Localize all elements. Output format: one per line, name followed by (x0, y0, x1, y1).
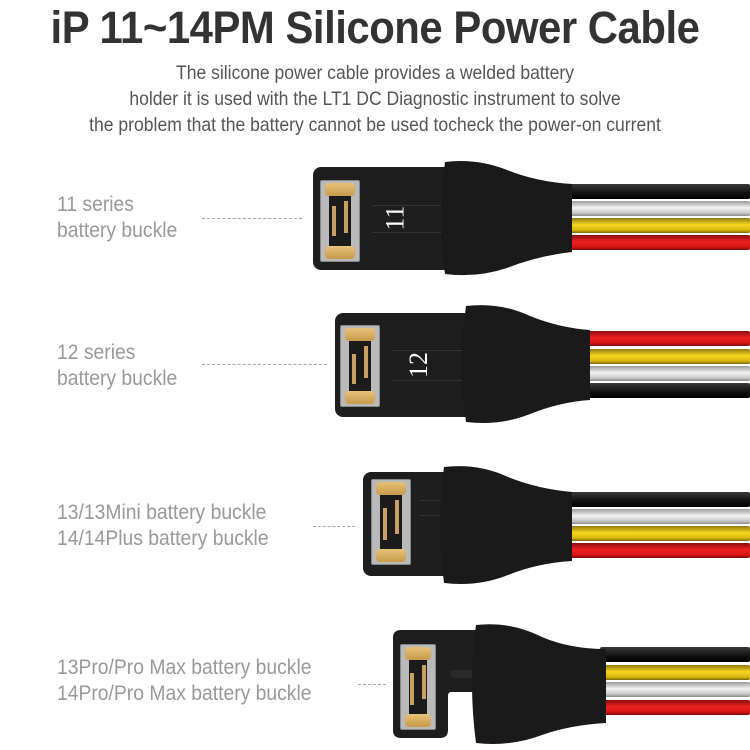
pcb-trace (392, 350, 462, 351)
wire-yellow (560, 218, 750, 233)
wire-red (600, 700, 750, 715)
page-title: iP 11~14PM Silicone Power Cable (50, 2, 700, 53)
label-12-series: 12 series battery buckle (57, 340, 177, 392)
wire-red (560, 235, 750, 250)
wire-white (560, 201, 750, 216)
wire-black (585, 383, 750, 398)
wire-yellow (565, 526, 750, 541)
description-line: holder it is used with the LT1 DC Diagno… (129, 88, 621, 110)
battery-connector (400, 644, 436, 730)
label-line: battery buckle (57, 219, 178, 242)
description-line: The silicone power cable provides a weld… (175, 62, 575, 84)
label-line: 13Pro/Pro Max battery buckle (57, 656, 312, 679)
pcb-trace (372, 205, 442, 206)
silicone-boot (472, 624, 606, 744)
label-line: 11 series (57, 193, 134, 216)
label-line: battery buckle (57, 367, 178, 390)
leader-line (358, 684, 386, 685)
pcb-trace (392, 380, 462, 381)
label-line: 13/13Mini battery buckle (57, 501, 267, 524)
label-line: 12 series (57, 341, 136, 364)
wire-black (600, 647, 750, 662)
label-line: 14Pro/Pro Max battery buckle (57, 682, 312, 705)
battery-connector (320, 180, 360, 262)
pcb-trace (372, 232, 442, 233)
wire-white (565, 509, 750, 524)
pcb-trace (420, 500, 445, 501)
pcb-trace (420, 515, 445, 516)
silicone-boot (462, 305, 590, 423)
wire-black (560, 184, 750, 199)
leader-line (202, 218, 302, 219)
battery-connector (371, 479, 411, 565)
label-11-series: 11 series battery buckle (57, 192, 177, 244)
pcb-number: 12 (404, 352, 433, 378)
wire-white (600, 682, 750, 697)
silicone-boot (440, 466, 572, 584)
wire-black (565, 492, 750, 507)
wire-yellow (585, 349, 750, 364)
wire-red (585, 331, 750, 346)
leader-line (202, 364, 327, 365)
pcb-number: 11 (380, 205, 410, 231)
battery-connector (340, 325, 380, 407)
wire-white (585, 366, 750, 381)
label-pro-max-series: 13Pro/Pro Max battery buckle 14Pro/Pro M… (57, 655, 312, 707)
wire-yellow (600, 665, 750, 680)
label-line: 14/14Plus battery buckle (57, 527, 269, 550)
leader-line (313, 526, 355, 527)
label-13-14-series: 13/13Mini battery buckle 14/14Plus batte… (57, 500, 269, 552)
silicone-boot (441, 161, 572, 276)
wire-red (565, 543, 750, 558)
description: The silicone power cable provides a weld… (38, 60, 713, 138)
description-line: the problem that the battery cannot be u… (89, 114, 661, 136)
